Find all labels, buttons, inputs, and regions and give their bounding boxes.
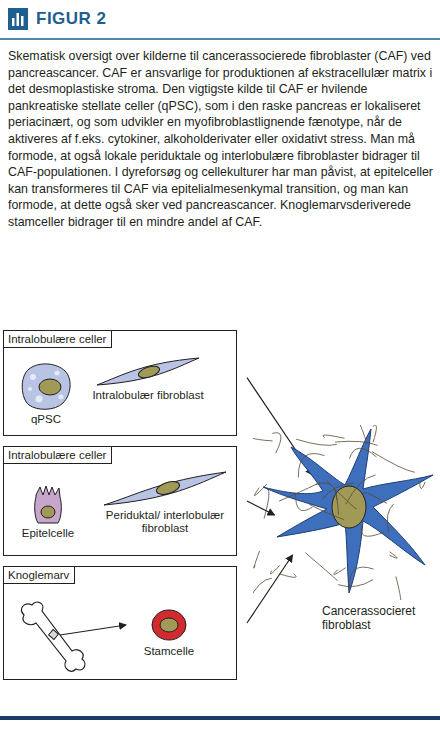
cell-label: Stamcelle <box>134 645 204 658</box>
cell-label: Periduktal/ interlobulær fibroblast <box>98 509 232 535</box>
source-box: Intralobulære cellerEpitelcelle Peridukta… <box>3 446 237 556</box>
cell-figure: qPSC <box>16 361 76 426</box>
source-box: Intralobulære celler qPSC Intralobulær fib… <box>3 330 237 436</box>
figure-title: FIGUR 2 <box>36 9 107 29</box>
box-heading: Knoglemarv <box>4 567 75 584</box>
chart-icon <box>8 8 28 30</box>
cell-label: Intralobulær fibroblast <box>88 389 208 402</box>
figure-caption: Skematisk oversigt over kilderne til can… <box>8 48 434 231</box>
source-box: KnoglemarvStamcelle <box>3 566 237 680</box>
source-arrow <box>247 501 275 515</box>
cell-label: Epitelcelle <box>12 527 84 540</box>
footer-bar <box>0 716 440 720</box>
header-rule <box>0 38 440 40</box>
cell-label: Cancerassocieret fibroblast <box>322 604 412 632</box>
cell-figure: Cancerassocieret fibroblast <box>252 425 438 632</box>
cell-figure: Epitelcelle <box>12 483 84 540</box>
cell-figure: Stamcelle <box>134 605 204 658</box>
box-heading: Intralobulære celler <box>4 331 112 348</box>
cell-figure: Intralobulær fibroblast <box>88 355 208 402</box>
cell-label: qPSC <box>16 413 76 426</box>
bone-illustration <box>14 595 134 675</box>
cell-figure: Periduktal/ interlobulær fibroblast <box>98 469 232 535</box>
box-heading: Intralobulære celler <box>4 447 112 464</box>
